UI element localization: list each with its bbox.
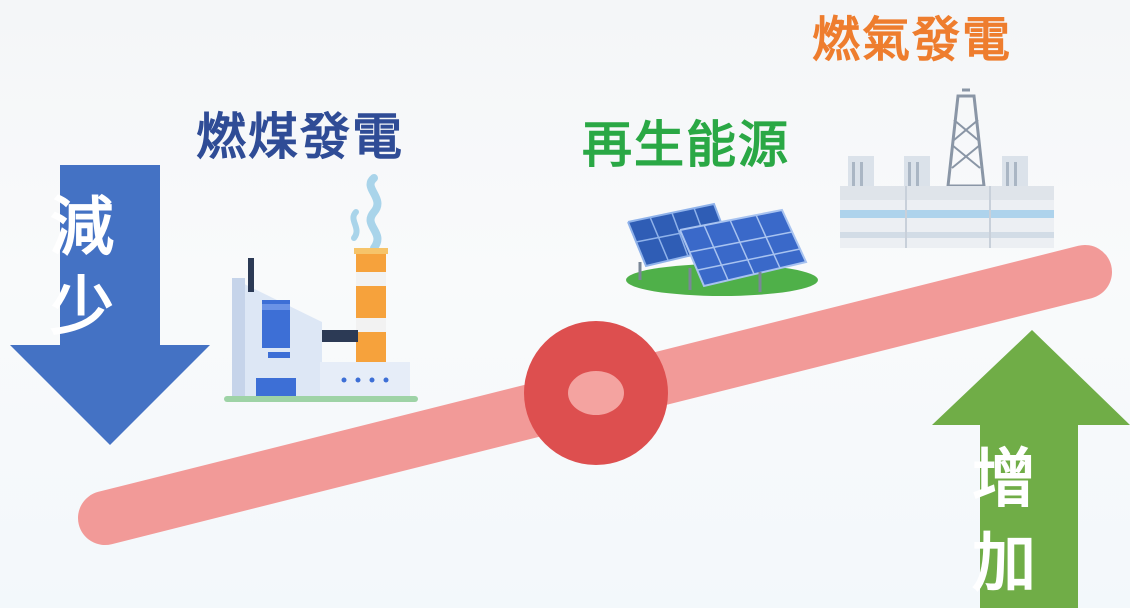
increase-arrow — [932, 330, 1130, 608]
gas-power-label: 燃氣發電 — [812, 12, 1013, 68]
coal-power-plant-icon — [224, 174, 418, 402]
pivot-icon — [524, 321, 668, 465]
renewable-energy-label: 再生能源 — [582, 116, 790, 174]
increase-arrow-text-2: 加 — [972, 527, 1036, 601]
solar-panels-icon — [626, 202, 818, 296]
coal-power-label: 燃煤發電 — [196, 108, 404, 166]
decrease-arrow-text-2: 少 — [50, 271, 114, 345]
decrease-arrow-text-1: 減 — [50, 191, 114, 265]
gas-power-plant-icon — [840, 88, 1054, 248]
increase-arrow-text-1: 增 — [972, 443, 1036, 517]
decrease-arrow — [10, 165, 210, 445]
